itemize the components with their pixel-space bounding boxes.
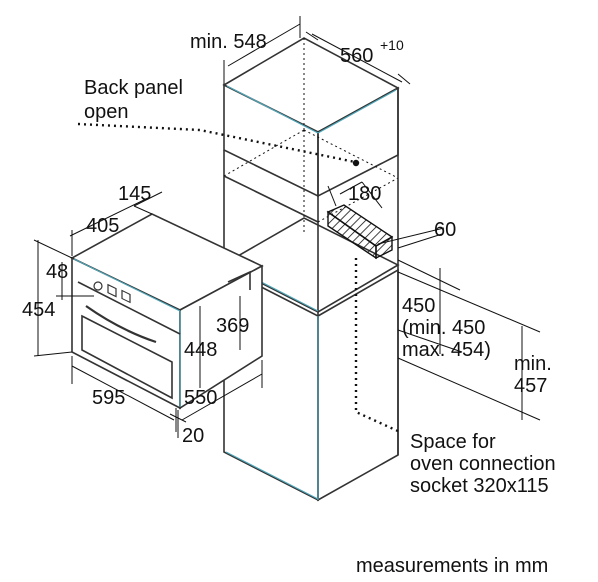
oven-dimensions: [33, 191, 263, 438]
label-min-548: min. 548: [190, 31, 267, 53]
label-454: 454: [22, 299, 55, 321]
label-560: 560: [340, 45, 373, 67]
label-550: 550: [184, 387, 217, 409]
oven-handle: [85, 305, 157, 344]
label-20: 20: [182, 425, 204, 447]
socket-pointer: [354, 258, 401, 434]
back-panel-pointer: [77, 122, 360, 167]
label-units: measurements in mm: [356, 555, 548, 577]
label-450-min: (min. 450: [402, 317, 485, 339]
label-socket-3: socket 320x115: [410, 475, 549, 497]
label-48: 48: [46, 261, 68, 283]
label-450: 450: [402, 295, 435, 317]
label-595: 595: [92, 387, 125, 409]
label-405: 405: [86, 215, 119, 237]
label-socket-1: Space for: [410, 431, 496, 453]
label-369: 369: [216, 315, 249, 337]
label-448: 448: [184, 339, 217, 361]
label-145: 145: [118, 183, 151, 205]
socket-opening: [326, 204, 394, 260]
label-180: 180: [348, 183, 381, 205]
knob-icon: [93, 281, 103, 291]
labels: min. 548 560 +10 Back panel open 180 60 …: [22, 31, 556, 577]
label-back-panel: Back panel: [84, 77, 183, 99]
cabinet-dimensions: [223, 16, 541, 421]
label-socket-2: oven connection: [410, 453, 556, 475]
label-min-457-prefix: min.: [514, 353, 552, 375]
label-back-panel-open: open: [84, 101, 129, 123]
label-560-tolerance: +10: [380, 37, 404, 53]
label-450-max: max. 454): [402, 339, 491, 361]
label-min-457-value: 457: [514, 375, 547, 397]
label-60: 60: [434, 219, 456, 241]
